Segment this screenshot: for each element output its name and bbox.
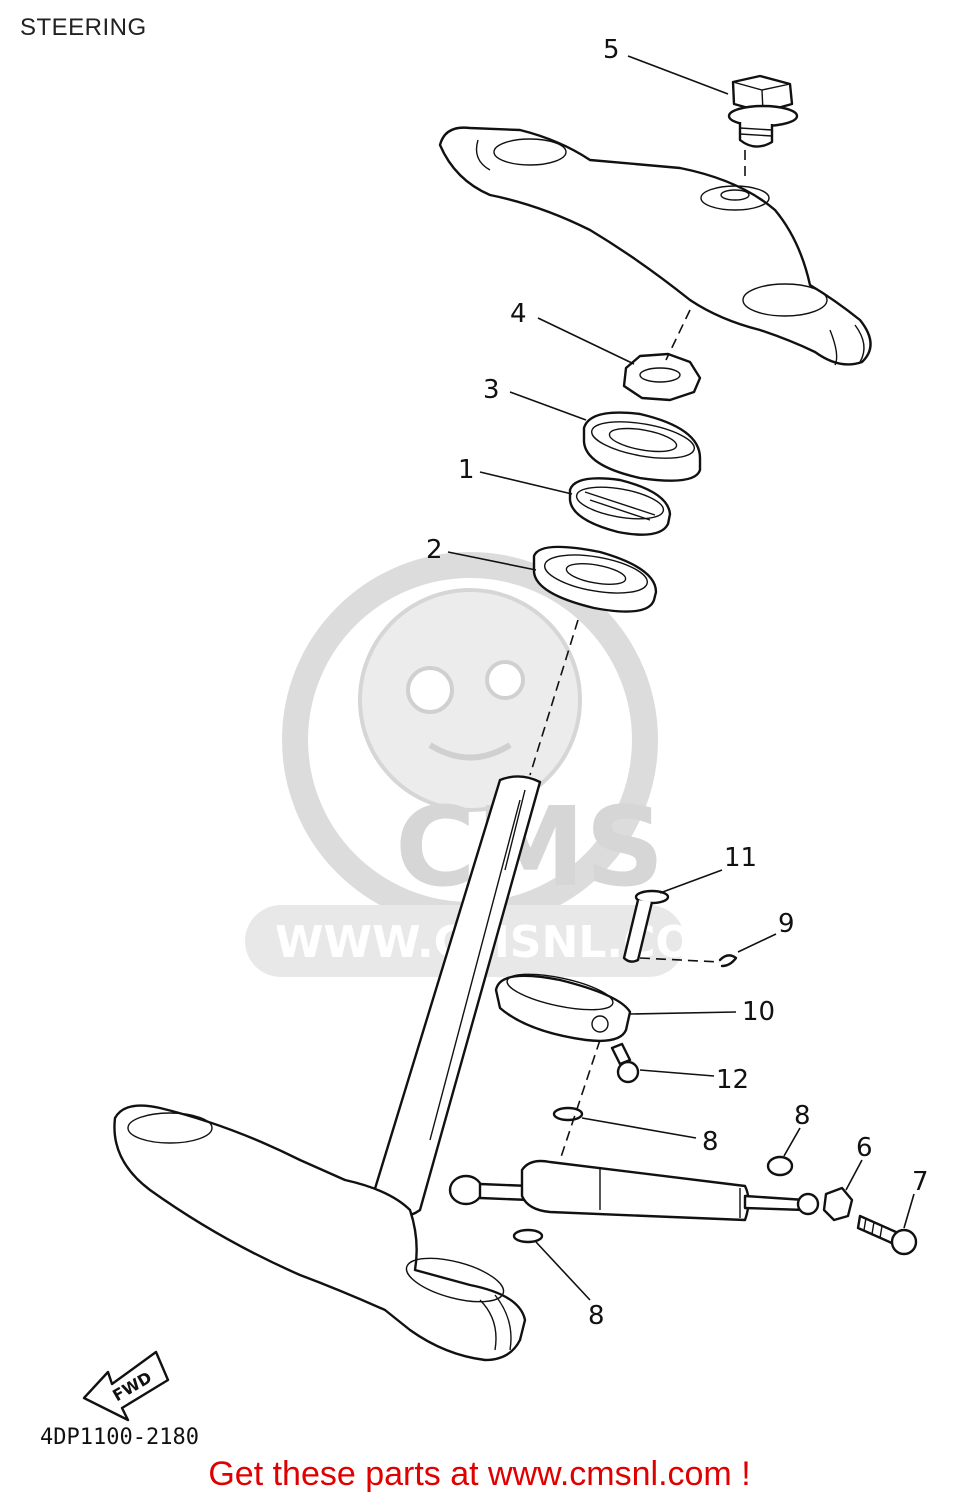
part-1-bearing	[568, 477, 672, 536]
callout-8-a: 8	[702, 1127, 719, 1157]
part-8-washer-b	[766, 1155, 794, 1177]
part-4-ring-nut	[622, 352, 702, 402]
part-2-bearing-race	[532, 545, 658, 613]
watermark-url: WWW.CMSNL.COM	[275, 917, 737, 968]
part-3-dust-seal	[582, 411, 702, 482]
part-5-bolt	[727, 74, 799, 148]
steering-damper	[448, 1159, 820, 1222]
fwd-arrow: FWD	[82, 1350, 170, 1422]
callout-6: 6	[856, 1133, 873, 1163]
steering-stem	[113, 775, 542, 1362]
leader-lines	[447, 55, 915, 1301]
callout-8-b: 8	[794, 1101, 811, 1131]
callout-8-c: 8	[588, 1301, 605, 1331]
part-11-pin	[622, 889, 670, 963]
callout-10: 10	[742, 997, 775, 1027]
callout-9: 9	[778, 909, 795, 939]
damper-axis-line	[559, 1039, 601, 1161]
part-12-bolt	[610, 1042, 640, 1084]
page-title: STEERING	[20, 14, 147, 41]
callout-3: 3	[483, 375, 500, 405]
part-7-bolt	[856, 1214, 918, 1256]
center-line-lower	[529, 619, 579, 776]
callout-4: 4	[510, 299, 527, 329]
callout-labels: 5 4 3 1 2 11 9 10 12 8 8 6 7 8	[426, 35, 929, 1331]
part-10-bracket	[494, 973, 632, 1043]
part-6-nut	[822, 1186, 854, 1222]
footer-link[interactable]: Get these parts at www.cmsnl.com !	[208, 1455, 751, 1493]
callout-2: 2	[426, 535, 443, 565]
upper-bracket	[438, 126, 872, 366]
callout-12: 12	[716, 1065, 749, 1095]
part-9-clip	[639, 954, 738, 968]
part-code: 4DP1100-2180	[40, 1425, 199, 1450]
part-8-washer-c	[512, 1228, 544, 1244]
callout-5: 5	[603, 35, 620, 65]
callout-11: 11	[724, 843, 757, 873]
callout-7: 7	[912, 1167, 929, 1197]
center-line-mid	[665, 309, 691, 361]
part-8-washer-a	[552, 1106, 584, 1122]
callout-1: 1	[458, 455, 475, 485]
